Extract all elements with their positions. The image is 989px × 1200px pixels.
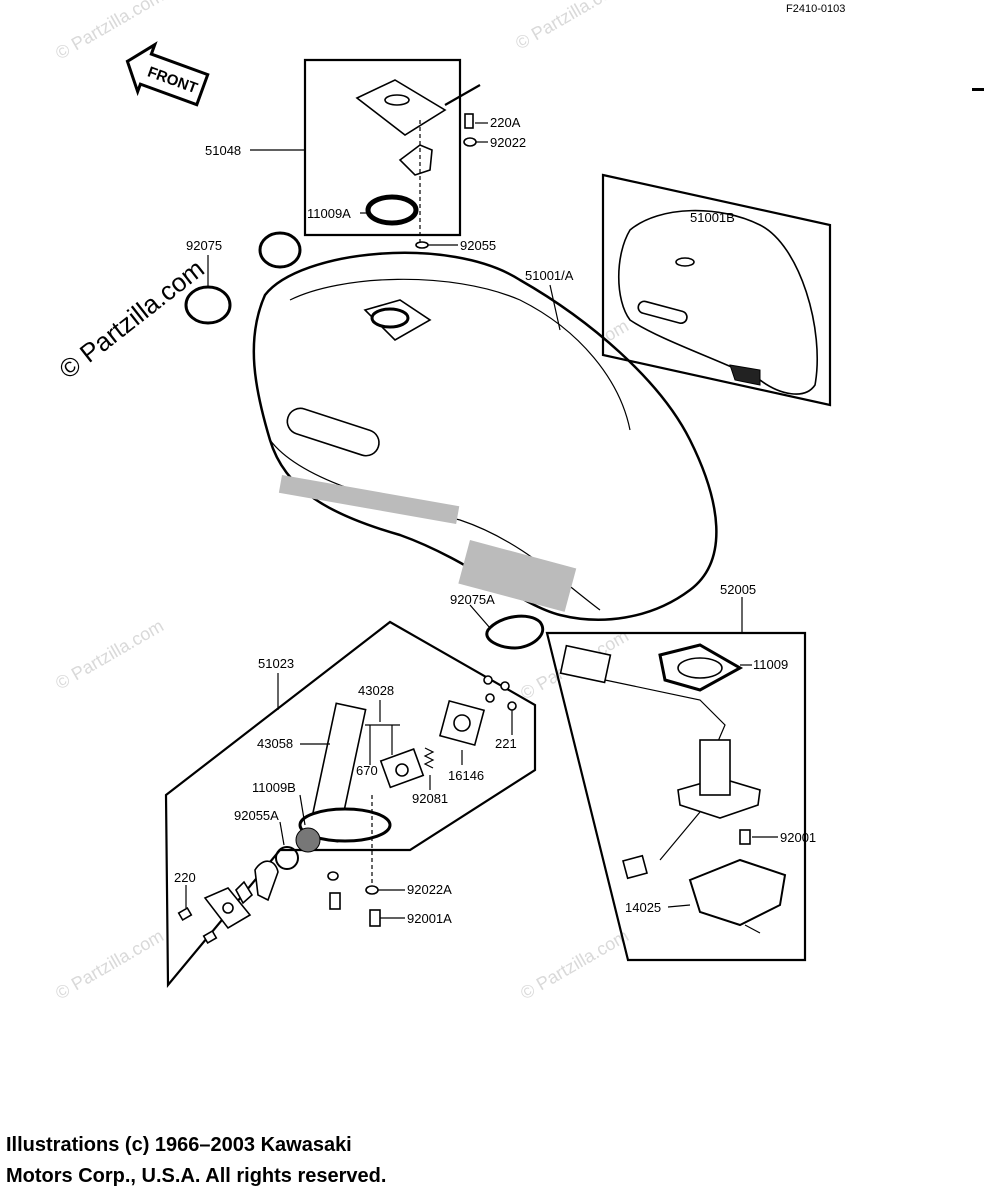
label-92081: 92081 xyxy=(412,791,448,806)
label-221: 221 xyxy=(495,736,517,751)
label-51023: 51023 xyxy=(258,656,294,671)
label-92055A: 92055A xyxy=(234,808,279,823)
cap-assembly-group: 51048 11009A 220A 92022 92055 xyxy=(205,58,526,253)
tank-variant-inset: 51001B xyxy=(601,173,832,407)
cap-plate xyxy=(355,79,447,136)
label-51001A: 51001/A xyxy=(525,268,574,283)
rubber-cushion-group: 92075 xyxy=(184,231,302,325)
watermark-6: © Partzilla.com xyxy=(52,925,167,1003)
figure-id: F2410-0103 xyxy=(786,3,845,15)
rubber-cushion-upper xyxy=(258,231,302,269)
fuel-gauge-group: 52005 11009 92001 14025 xyxy=(545,582,816,962)
label-11009B: 11009B xyxy=(252,780,296,795)
label-92022A: 92022A xyxy=(407,882,452,897)
label-52005: 52005 xyxy=(720,582,756,597)
watermark-7: © Partzilla.com xyxy=(517,925,632,1003)
label-220: 220 xyxy=(174,870,196,885)
label-16146: 16146 xyxy=(448,768,484,783)
rubber-cushion-lower xyxy=(184,285,232,325)
copyright-line-2: Motors Corp., U.S.A. All rights reserved… xyxy=(6,1165,387,1187)
label-92022: 92022 xyxy=(490,135,526,150)
label-670: 670 xyxy=(356,763,378,778)
label-220A: 220A xyxy=(490,115,521,130)
watermark-main: © Partzilla.com xyxy=(53,253,210,385)
watermark-2: © Partzilla.com xyxy=(512,0,627,53)
label-51048: 51048 xyxy=(205,143,241,158)
copyright-footer: Illustrations (c) 1966–2003 Kawasaki Mot… xyxy=(6,1130,706,1192)
label-92075A: 92075A xyxy=(450,592,495,607)
label-43028: 43028 xyxy=(358,683,394,698)
edge-mark xyxy=(972,88,984,91)
label-92075: 92075 xyxy=(186,238,222,253)
label-92001A: 92001A xyxy=(407,911,452,926)
label-11009A: 11009A xyxy=(307,206,351,221)
watermark-4: © Partzilla.com xyxy=(52,615,167,693)
fuel-tank: 51001/A xyxy=(252,251,718,621)
label-14025: 14025 xyxy=(625,900,661,915)
pad-92075a: 92075A xyxy=(450,592,544,650)
cap-hinge xyxy=(398,144,433,176)
label-51001B: 51001B xyxy=(690,210,735,225)
front-arrow-icon: FRONT xyxy=(125,41,210,107)
label-11009: 11009 xyxy=(753,657,788,672)
gasket-11009a xyxy=(365,194,419,226)
label-92001: 92001 xyxy=(780,830,816,845)
fuel-cock-group: 51023 43028 43058 670 16146 221 92081 11… xyxy=(164,620,537,989)
copyright-line-1: Illustrations (c) 1966–2003 Kawasaki xyxy=(6,1134,352,1156)
label-43058: 43058 xyxy=(257,736,293,751)
label-92055: 92055 xyxy=(460,238,496,253)
